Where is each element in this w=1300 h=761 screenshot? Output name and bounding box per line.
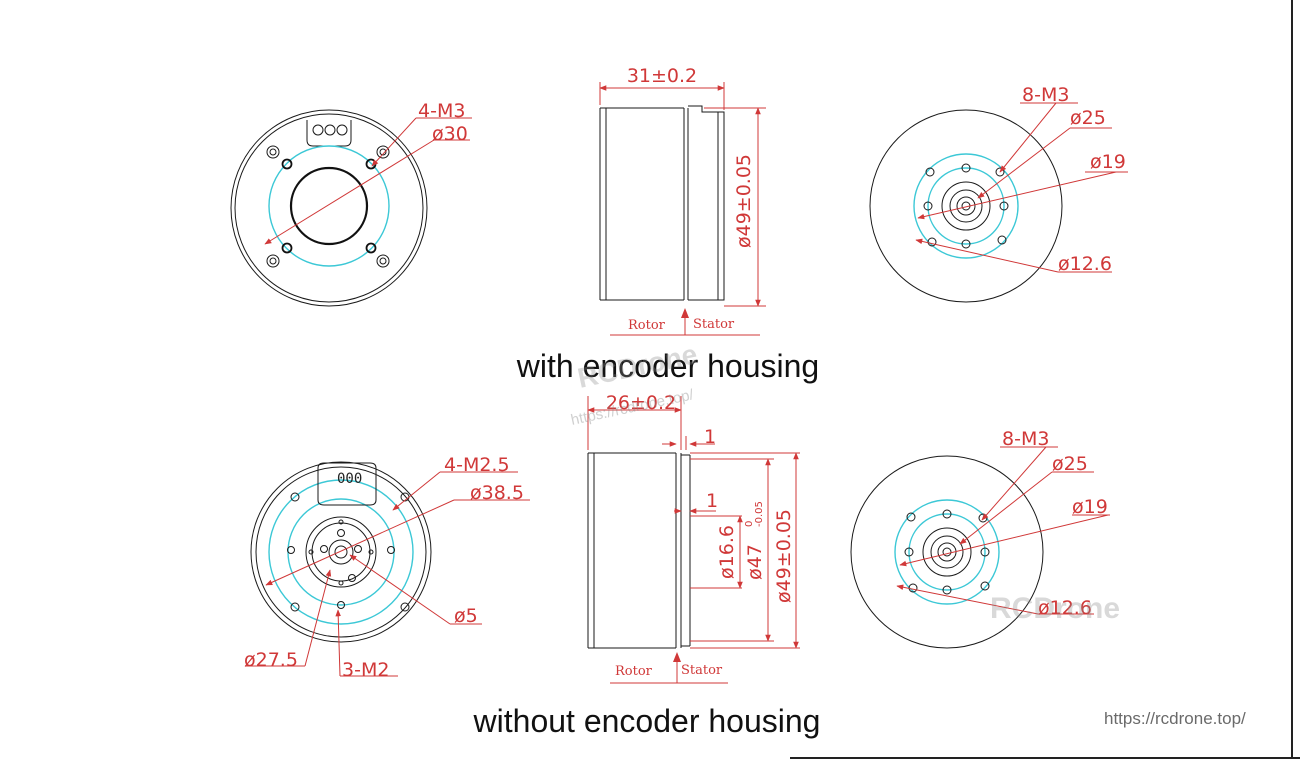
bottom-side-d-mid-tol2: 0 [744, 521, 755, 527]
bottom-side-gap1: 1 [704, 426, 716, 448]
bottom-side-d-outer: ø49±0.05 [773, 509, 795, 603]
bottom-back-d2: ø19 [1072, 496, 1108, 518]
top-front-hole-spec: 4-M3 [418, 100, 465, 122]
bottom-rotor-label: Rotor [615, 664, 653, 679]
bottom-back-d1: ø25 [1052, 453, 1088, 475]
bottom-front-hole-spec: 4-M2.5 [444, 454, 510, 476]
bottom-front-view: 000 [246, 461, 530, 677]
caption-with-encoder: with encoder housing [516, 348, 819, 384]
bottom-back-hole-spec: 8-M3 [1002, 428, 1049, 450]
bottom-back-view [850, 446, 1110, 649]
top-back-view [869, 102, 1128, 303]
top-side-length: 31±0.2 [627, 65, 697, 87]
bottom-side-gap2: 1 [706, 490, 718, 512]
top-front-view [230, 109, 472, 307]
bottom-front-d3: ø27.5 [244, 649, 298, 671]
top-back-d3: ø12.6 [1058, 253, 1112, 275]
top-front-diameter: ø30 [432, 123, 468, 145]
bottom-side-d-inner: ø16.6 [716, 525, 738, 579]
top-side-diameter: ø49±0.05 [733, 154, 755, 248]
top-back-hole-spec: 8-M3 [1022, 84, 1069, 106]
watermark-brand-2: RCDrone [990, 592, 1120, 625]
bottom-side-d-mid-tol: -0.05 [754, 501, 765, 527]
watermark-brand: RCDrone [575, 338, 700, 394]
bottom-side-view [587, 396, 800, 684]
bottom-stator-label: Stator [681, 663, 723, 678]
top-side-view [599, 82, 766, 336]
caption-without-encoder: without encoder housing [473, 703, 821, 739]
bottom-front-hole-spec2: 3-M2 [342, 659, 389, 681]
bottom-side-d-mid: ø47 [744, 544, 766, 580]
top-back-d1: ø25 [1070, 107, 1106, 129]
bottom-front-d2: ø5 [454, 605, 478, 627]
bottom-front-d1: ø38.5 [470, 482, 524, 504]
top-rotor-label: Rotor [628, 318, 666, 333]
connector-pins: 000 [337, 471, 362, 487]
top-stator-label: Stator [693, 317, 735, 332]
bottom-side-length: 26±0.2 [606, 392, 676, 414]
bottom-back-d3: ø12.6 [1038, 597, 1092, 619]
top-back-d2: ø19 [1090, 151, 1126, 173]
footer-url[interactable]: https://rcdrone.top/ [1104, 709, 1246, 728]
